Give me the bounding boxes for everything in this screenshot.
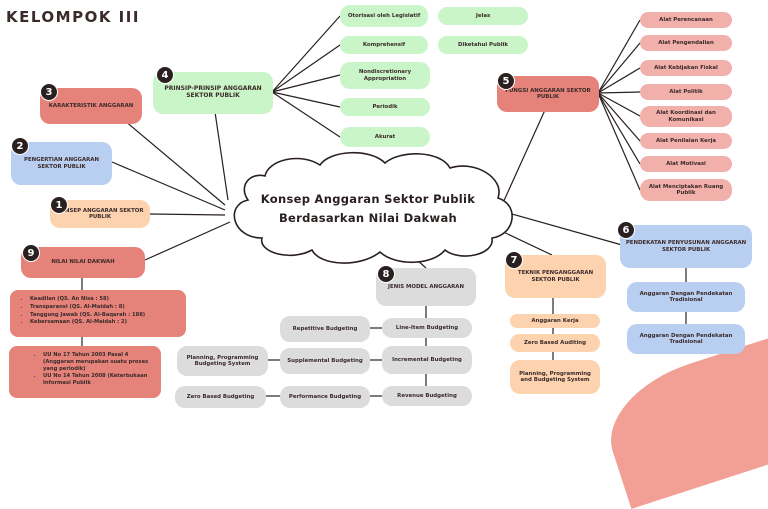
nilai-bullet-kebersamaan: Kebersamaan (QS. Al-Maidah : 2) <box>30 319 178 326</box>
line-prinsip-3 <box>271 74 341 93</box>
line-center-pengertian <box>111 161 226 211</box>
node-fungsi-politik[interactable]: Alat Politik <box>640 84 732 100</box>
node-fungsi-penilaian-kerja[interactable]: Alat Penilaian Kerja <box>640 133 732 149</box>
line-center-nilai <box>144 221 231 261</box>
node-teknik-anggaran-kerja[interactable]: Anggaran Kerja <box>510 314 600 328</box>
node-jenis-line-item[interactable]: Line-Item Budgeting <box>382 318 472 338</box>
page-title: KELOMPOK III <box>6 8 140 26</box>
badge-1: 1 <box>50 196 68 214</box>
node-fungsi-koordinasi[interactable]: Alat Koordinasi dan Komunikasi <box>640 106 732 127</box>
node-nilai-law: UU No 17 Tahun 2003 Pasal 4 (Anggaran me… <box>9 346 161 398</box>
node-jenis-zero-based[interactable]: Zero Based Budgeting <box>175 386 266 408</box>
badge-8: 8 <box>377 265 395 283</box>
line-fungsi-2 <box>597 42 641 94</box>
node-prinsip-diketahui-publik[interactable]: Diketahui Publik <box>438 36 528 54</box>
line-center-fungsi <box>501 109 546 206</box>
node-jenis-performance[interactable]: Performance Budgeting <box>280 386 370 408</box>
line-fungsi-6 <box>597 92 641 142</box>
line-center-konsep <box>149 213 226 216</box>
node-jenis-incremental[interactable]: Incremental Budgeting <box>382 346 472 374</box>
line-center-karakteristik <box>111 109 226 206</box>
node-teknik-ppbs[interactable]: Planning, Programming and Budgeting Syst… <box>510 360 600 394</box>
line-center-pendekatan <box>504 211 623 246</box>
node-fungsi-kebijakan-fiskal[interactable]: Alat Kebijakan Fiskal <box>640 60 732 76</box>
badge-5: 5 <box>497 72 515 90</box>
node-fungsi-motivasi[interactable]: Alat Motivasi <box>640 156 732 172</box>
line-fungsi-5 <box>597 92 641 117</box>
badge-2: 2 <box>11 137 29 155</box>
node-prinsip-akurat[interactable]: Akurat <box>340 127 430 147</box>
center-cloud <box>233 151 513 264</box>
nilai-law-uu-14: UU No 14 Tahun 2008 (Keterbukaan Informa… <box>43 373 153 387</box>
node-prinsip-periodik[interactable]: Periodik <box>340 98 430 116</box>
node-jenis-revenue[interactable]: Revenue Budgeting <box>382 386 472 406</box>
badge-4: 4 <box>156 66 174 84</box>
badge-6: 6 <box>617 221 635 239</box>
center-title-line-2: Berdasarkan Nilai Dakwah <box>278 211 458 225</box>
line-fungsi-3 <box>597 67 641 94</box>
node-jenis-supplemental[interactable]: Supplemental Budgeting <box>280 348 370 374</box>
badge-9: 9 <box>22 244 40 262</box>
line-prinsip-4 <box>271 91 341 108</box>
node-teknik-zero-based-auditing[interactable]: Zero Based Auditing <box>510 334 600 352</box>
node-pendekatan-1[interactable]: Anggaran Dengan Pendekatan Tradisional <box>627 282 745 312</box>
line-prinsip-5 <box>271 91 341 138</box>
connector-lines <box>81 15 687 397</box>
node-prinsip-nondiscretionary[interactable]: Nondiscretionary Appropriation <box>340 62 430 89</box>
line-prinsip-2 <box>271 44 341 93</box>
center-title-line-1: Konsep Anggaran Sektor Publik <box>260 192 476 206</box>
node-jenis-ppbs[interactable]: Planning, Programming Budgeting System <box>177 346 268 376</box>
mind-map: KELOMPOK III Konsep Anggaran Sektor Publ… <box>0 0 768 431</box>
line-fungsi-4 <box>597 91 641 94</box>
node-prinsip-jelas[interactable]: Jelas <box>438 7 528 25</box>
nilai-law-uu-17: UU No 17 Tahun 2003 Pasal 4 (Anggaran me… <box>43 352 153 372</box>
node-fungsi-pengendalian[interactable]: Alat Pengendalian <box>640 35 732 51</box>
nilai-bullet-tanggung-jawab: Tanggung Jawab (QS. Al-Baqarah : 188) <box>30 312 178 319</box>
nilai-bullet-transparansi: Transparansi (QS. Al-Maidah : 8) <box>30 304 178 311</box>
badge-7: 7 <box>505 251 523 269</box>
node-jenis-repetitive[interactable]: Repetitive Budgeting <box>280 316 370 342</box>
node-nilai[interactable]: NILAI NILAI DAKWAH <box>21 247 145 278</box>
node-pendekatan-2[interactable]: Anggaran Dengan Pendekatan Tradisional <box>627 324 745 354</box>
node-nilai-bullets: Keadilan (QS. An Nisa : 58) Transparansi… <box>10 290 186 337</box>
line-fungsi-7 <box>597 92 641 165</box>
center-title: Konsep Anggaran Sektor Publik Berdasarka… <box>248 190 488 228</box>
node-fungsi-ruang-publik[interactable]: Alat Menciptakan Ruang Publik <box>640 179 732 201</box>
nilai-bullet-keadilan: Keadilan (QS. An Nisa : 58) <box>30 296 178 303</box>
line-center-prinsip <box>214 111 229 201</box>
badge-3: 3 <box>40 83 58 101</box>
node-fungsi-perencanaan[interactable]: Alat Perencanaan <box>640 12 732 28</box>
line-fungsi-1 <box>597 19 641 94</box>
node-pendekatan[interactable]: PENDEKATAN PENYUSUNAN ANGGARAN SEKTOR PU… <box>620 225 752 268</box>
node-prinsip-komprehensif[interactable]: Komprehensif <box>340 36 428 54</box>
line-prinsip-1 <box>271 15 341 93</box>
node-prinsip-otorisasi[interactable]: Otorisasi oleh Legislatif <box>340 5 428 27</box>
line-fungsi-8 <box>597 92 641 191</box>
